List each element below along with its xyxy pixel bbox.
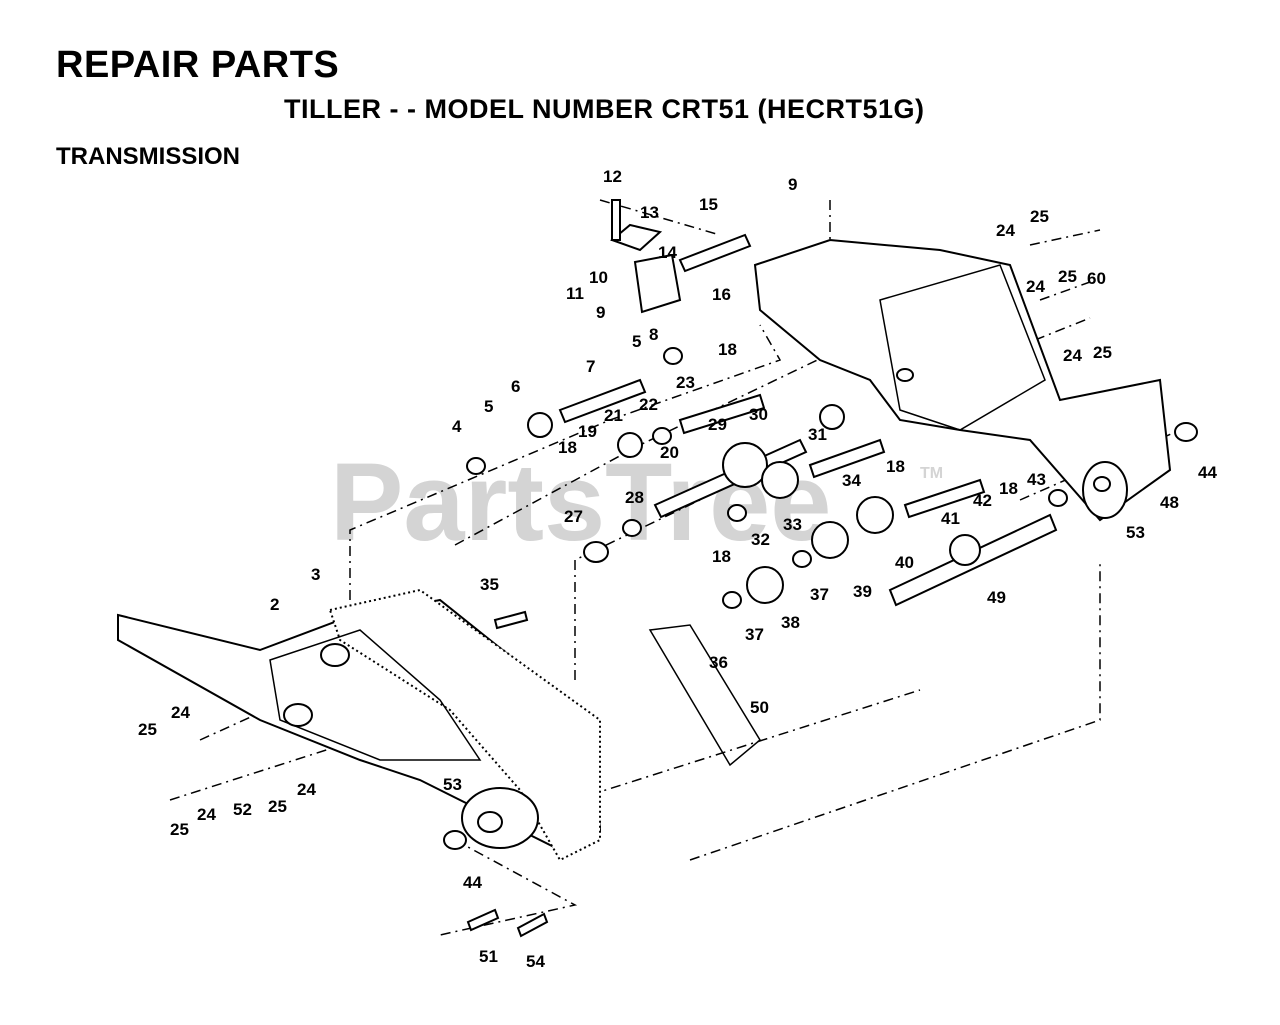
- callout-34: 34: [842, 471, 861, 490]
- callout-25: 25: [1030, 207, 1049, 226]
- callout-29: 29: [708, 415, 727, 434]
- callout-10: 10: [589, 268, 608, 287]
- callout-18c: 18: [712, 547, 731, 566]
- callout-18d: 18: [886, 457, 905, 476]
- callout-40: 40: [895, 553, 914, 572]
- callout-24b: 24: [1026, 277, 1045, 296]
- watermark-tm: TM: [920, 465, 943, 482]
- callout-18e: 18: [999, 479, 1018, 498]
- callout-43: 43: [1027, 470, 1046, 489]
- page-title: REPAIR PARTS: [56, 44, 340, 86]
- callout-53: 53: [1126, 523, 1145, 542]
- callout-25e: 25: [268, 797, 287, 816]
- section-heading: TRANSMISSION: [56, 143, 241, 170]
- callout-11: 11: [566, 284, 584, 303]
- callout-33: 33: [783, 515, 802, 534]
- callout-19: 19: [578, 422, 597, 441]
- assembly-guide-lines: [169, 199, 1181, 936]
- callout-18: 18: [718, 340, 737, 359]
- callout-25c: 25: [1093, 343, 1112, 362]
- callout-24f: 24: [297, 780, 316, 799]
- callout-20: 20: [660, 443, 679, 462]
- callout-8: 8: [649, 325, 658, 344]
- callout-7: 7: [586, 357, 595, 376]
- callout-42: 42: [973, 491, 992, 510]
- callout-41: 41: [941, 509, 960, 528]
- callout-31: 31: [808, 425, 827, 444]
- callout-52: 52: [233, 800, 252, 819]
- callout-38: 38: [781, 613, 800, 632]
- callout-25d: 25: [138, 720, 157, 739]
- callout-27: 27: [564, 507, 583, 526]
- callout-15: 15: [699, 195, 718, 214]
- callout-44: 44: [1198, 463, 1217, 482]
- callout-24d: 24: [171, 703, 190, 722]
- callout-54: 54: [526, 952, 545, 971]
- callout-13: 13: [640, 203, 659, 222]
- callout-24c: 24: [1063, 346, 1082, 365]
- callout-14: 14: [658, 243, 677, 262]
- callout-12: 12: [603, 167, 622, 186]
- callout-50: 50: [750, 698, 769, 717]
- callout-28: 28: [625, 488, 644, 507]
- callout-9b: 9: [596, 303, 605, 322]
- callout-53b: 53: [443, 775, 462, 794]
- callout-4: 4: [452, 417, 462, 436]
- callout-25f: 25: [170, 820, 189, 839]
- page-subtitle: TILLER - - MODEL NUMBER CRT51 (HECRT51G): [284, 94, 925, 124]
- callout-36: 36: [709, 653, 728, 672]
- callout-51: 51: [479, 947, 498, 966]
- callout-2: 2: [270, 595, 279, 614]
- callout-49: 49: [987, 588, 1006, 607]
- callout-35: 35: [480, 575, 499, 594]
- callout-23: 23: [676, 373, 695, 392]
- callout-22: 22: [639, 395, 658, 414]
- left-housing: [117, 588, 602, 862]
- callout-18b: 18: [558, 438, 577, 457]
- callout-60: 60: [1087, 269, 1106, 288]
- callout-24: 24: [996, 221, 1015, 240]
- callout-30: 30: [749, 405, 768, 424]
- callout-39: 39: [853, 582, 872, 601]
- callout-48: 48: [1160, 493, 1179, 512]
- callout-32: 32: [751, 530, 770, 549]
- callout-5b: 5: [484, 397, 493, 416]
- callout-37b: 37: [745, 625, 764, 644]
- callout-24e: 24: [197, 805, 216, 824]
- callout-16: 16: [712, 285, 731, 304]
- callout-6: 6: [511, 377, 520, 396]
- callout-9: 9: [788, 175, 797, 194]
- callout-5: 5: [632, 332, 641, 351]
- shafts-and-gears: [443, 199, 1198, 938]
- callout-25b: 25: [1058, 267, 1077, 286]
- callout-37: 37: [810, 585, 829, 604]
- callout-3: 3: [311, 565, 320, 584]
- callout-44b: 44: [463, 873, 482, 892]
- callout-21: 21: [604, 406, 623, 425]
- right-housing: [753, 238, 1172, 522]
- callout-labels: 12 13 15 9 14 11 10 16 9 8 5 7 18 23 6 5…: [138, 167, 1217, 971]
